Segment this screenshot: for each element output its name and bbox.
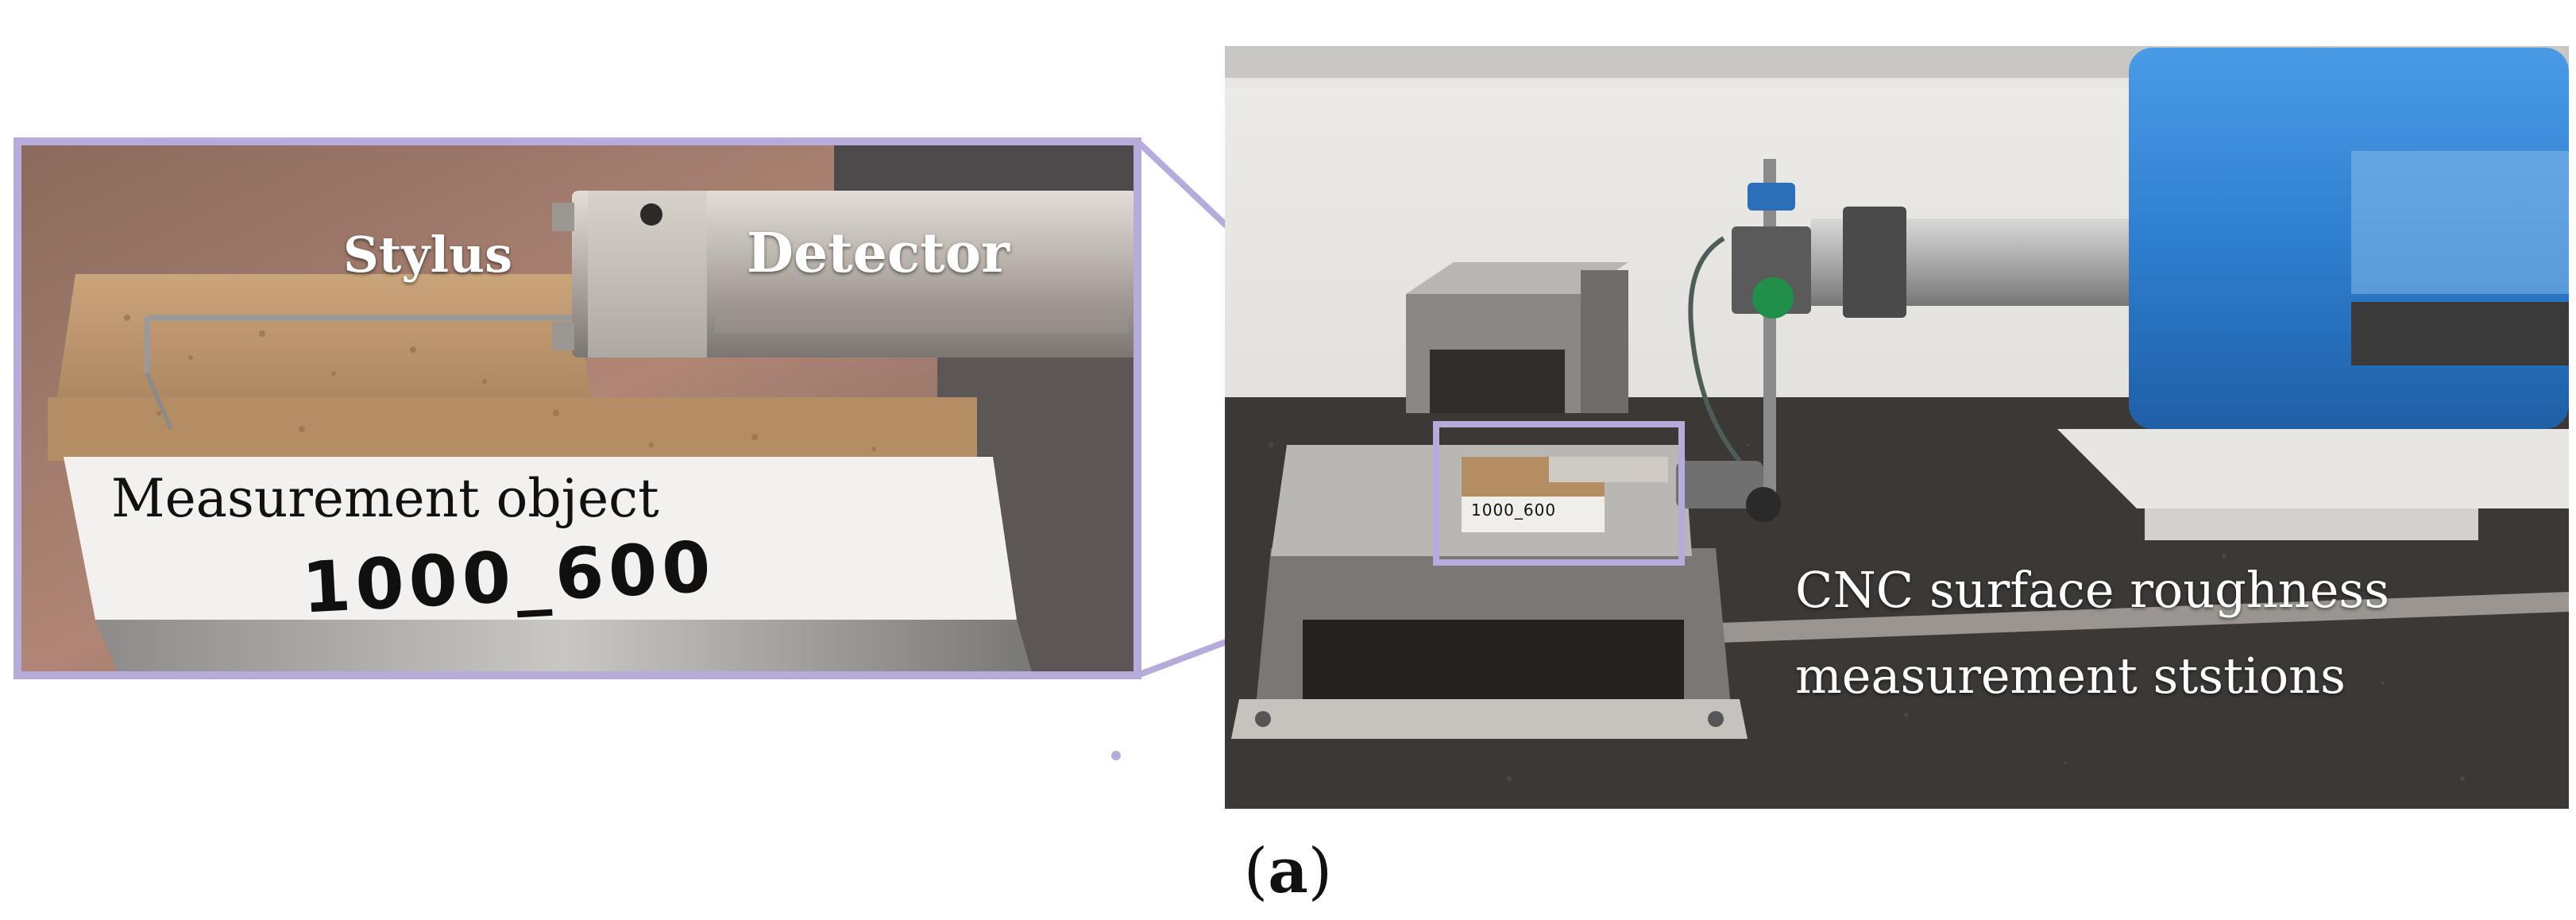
inset-zoom-frame [14,137,1141,679]
inset-photo [17,141,1137,675]
station-zoom-frame [1433,421,1685,566]
detector-label: Detector [747,222,1010,285]
measurement-object-label: Measurement object [111,468,659,529]
stray-dot [1111,751,1121,760]
caption-letter: a [1268,835,1308,907]
figure-caption: (a) [1243,835,1333,907]
station-label-line2: measurement ststions [1795,647,2346,705]
stylus-label: Stylus [343,226,512,284]
station-label-line1: CNC surface roughness [1795,561,2390,619]
station-sample-marking: 1000_600 [1471,501,1557,520]
